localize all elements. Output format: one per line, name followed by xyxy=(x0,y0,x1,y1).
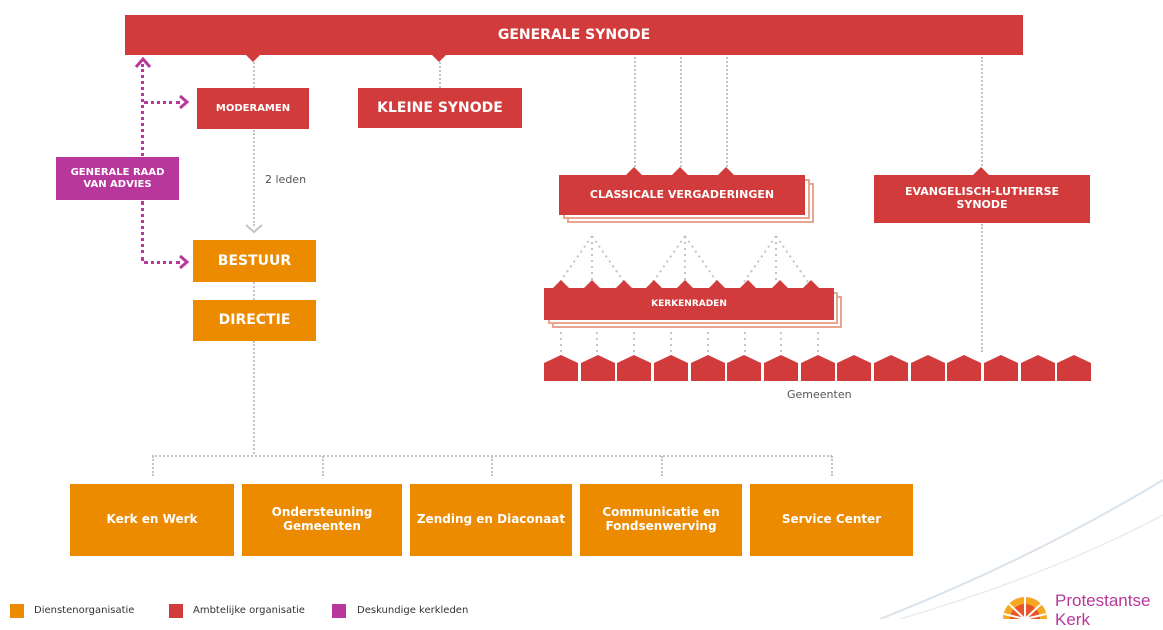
gemeente-house-icon xyxy=(837,355,871,381)
kerkenraden-notch-2 xyxy=(584,280,600,288)
evangelisch-lutherse-label: EVANGELISCH-LUTHERSE SYNODE xyxy=(904,185,1060,211)
legend-label-diensten: Dienstenorganisatie xyxy=(34,605,135,616)
department-label: Communicatie en Fondsenwerving xyxy=(602,505,720,533)
protestantse-kerk-logo-icon xyxy=(1003,596,1047,619)
gemeente-house-icon xyxy=(1057,355,1091,381)
raad-connector-down xyxy=(141,201,144,261)
bestuur-box: BESTUUR xyxy=(193,240,316,282)
legend-label-ambtelijk: Ambtelijke organisatie xyxy=(193,605,305,616)
raad-connector-moderamen xyxy=(144,101,180,104)
gemeente-house-icon xyxy=(691,355,725,381)
gemeente-house-icon xyxy=(544,355,578,381)
evangelisch-lutherse-box: EVANGELISCH-LUTHERSE SYNODE xyxy=(874,175,1090,223)
arrow-right-icon xyxy=(179,254,190,270)
raad-connector-bestuur xyxy=(144,261,180,264)
connector-dept-2 xyxy=(322,456,324,476)
gemeente-house-icon xyxy=(581,355,615,381)
kerkenraden-notch-9 xyxy=(803,280,819,288)
gemeente-house-icon xyxy=(911,355,945,381)
gemeente-house-icon xyxy=(874,355,908,381)
classicale-box: CLASSICALE VERGADERINGEN xyxy=(559,175,805,215)
arrow-down-icon xyxy=(245,224,263,234)
connector-synode-classis-2 xyxy=(680,57,682,167)
arrow-up-icon xyxy=(134,56,152,68)
connector-dept-3 xyxy=(491,456,493,476)
gemeente-house-icon xyxy=(947,355,981,381)
generale-raad-box: GENERALE RAAD VAN ADVIES xyxy=(56,157,179,200)
kerkenraden-notch-7 xyxy=(740,280,756,288)
kerkenraden-notch-3 xyxy=(616,280,632,288)
synode-notch-kleine xyxy=(432,55,446,62)
classicale-label: CLASSICALE VERGADERINGEN xyxy=(589,187,775,201)
raad-connector-up xyxy=(141,64,144,156)
kerkenraden-label: KERKENRADEN xyxy=(651,298,727,309)
synode-notch-moderamen xyxy=(246,55,260,62)
directie-label: DIRECTIE xyxy=(218,312,291,329)
gemeente-house-icon xyxy=(727,355,761,381)
legend-swatch-deskundig xyxy=(332,604,346,618)
connector-synode-moderamen xyxy=(253,62,255,88)
arrow-right-icon xyxy=(179,94,190,110)
kerkenraden-notch-5 xyxy=(677,280,693,288)
generale-synode-box: GENERALE SYNODE xyxy=(125,15,1023,55)
kerkenraden-notch-4 xyxy=(646,280,662,288)
gemeente-house-icon xyxy=(654,355,688,381)
connector-dept-4 xyxy=(661,456,663,476)
department-service-center: Service Center xyxy=(750,484,913,556)
kerkenraden-notch-6 xyxy=(709,280,725,288)
department-label: Ondersteuning Gemeenten xyxy=(271,505,373,533)
moderamen-label: MODERAMEN xyxy=(215,102,291,114)
legend-swatch-diensten xyxy=(10,604,24,618)
gemeente-house-icon xyxy=(617,355,651,381)
classis-kerkenraden-connectors xyxy=(559,235,809,283)
department-kerk-en-werk: Kerk en Werk xyxy=(70,484,234,556)
gemeente-house-icon xyxy=(1021,355,1055,381)
directie-box: DIRECTIE xyxy=(193,300,316,341)
kerkenraden-gemeenten-connectors xyxy=(560,332,819,354)
department-label: Kerk en Werk xyxy=(106,512,198,527)
gemeenten-label: Gemeenten xyxy=(787,388,852,401)
gemeente-house-icon xyxy=(984,355,1018,381)
generale-synode-label: GENERALE SYNODE xyxy=(497,26,651,43)
kerkenraden-box: KERKENRADEN xyxy=(544,288,834,320)
logo-text-line1: Protestantse xyxy=(1055,591,1151,610)
connector-synode-evangelisch xyxy=(981,57,983,174)
connector-evangelisch-gemeenten xyxy=(981,224,983,352)
connector-moderamen-bestuur xyxy=(253,130,255,226)
gemeente-house-icon xyxy=(801,355,835,381)
connector-synode-kleine xyxy=(439,62,441,88)
connector-synode-classis-1 xyxy=(634,57,636,167)
classicale-notch-2 xyxy=(672,167,688,175)
twee-leden-label: 2 leden xyxy=(265,173,307,186)
generale-raad-label: GENERALE RAAD VAN ADVIES xyxy=(70,167,165,190)
legend-label-deskundig: Deskundige kerkleden xyxy=(357,605,469,616)
logo-text-line2: Kerk xyxy=(1055,610,1090,629)
classicale-notch-3 xyxy=(718,167,734,175)
department-zending-en-diaconaat: Zending en Diaconaat xyxy=(410,484,572,556)
kerkenraden-notch-1 xyxy=(553,280,569,288)
evangelisch-notch xyxy=(973,167,989,175)
moderamen-box: MODERAMEN xyxy=(197,88,309,129)
kerkenraden-notch-8 xyxy=(772,280,788,288)
bestuur-label: BESTUUR xyxy=(217,252,292,269)
department-ondersteuning-gemeenten: Ondersteuning Gemeenten xyxy=(242,484,402,556)
connector-bestuur-directie xyxy=(253,282,255,300)
department-communicatie-en-fondsenwerving: Communicatie en Fondsenwerving xyxy=(580,484,742,556)
connector-synode-classis-3 xyxy=(726,57,728,167)
department-label: Zending en Diaconaat xyxy=(416,512,566,527)
connector-dept-5 xyxy=(831,456,833,476)
gemeente-house-icon xyxy=(764,355,798,381)
department-label: Service Center xyxy=(781,512,882,527)
connector-dept-1 xyxy=(152,456,154,476)
legend-swatch-ambtelijk xyxy=(169,604,183,618)
connector-directie-departments xyxy=(253,341,255,454)
classicale-notch-1 xyxy=(626,167,642,175)
kleine-synode-box: KLEINE SYNODE xyxy=(358,88,522,128)
kleine-synode-label: KLEINE SYNODE xyxy=(377,99,503,116)
